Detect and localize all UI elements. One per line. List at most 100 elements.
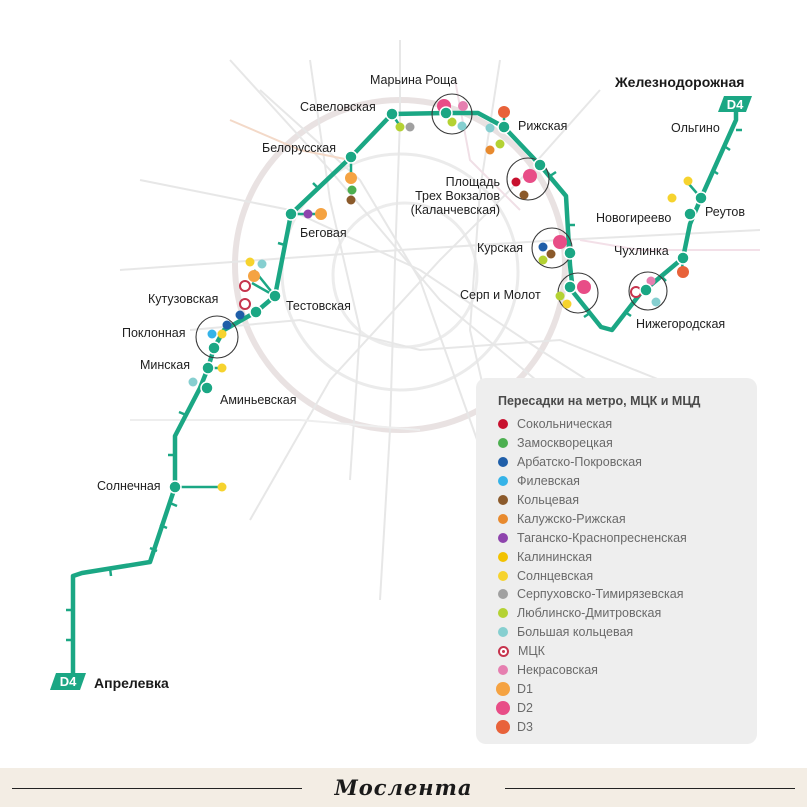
station-node-begovaya: [284, 207, 298, 221]
legend-item-label: Арбатско-Покровская: [517, 455, 642, 470]
legend-item-label: Сокольническая: [517, 417, 613, 432]
legend-item-label: МЦК: [518, 644, 545, 659]
legend-item-label: D2: [517, 700, 533, 715]
line-color-dot-icon: [498, 532, 508, 543]
legend-item: D3: [496, 717, 757, 736]
line-color-dot-icon: [498, 627, 508, 638]
legend-item: Таганско-Краснопресненская: [498, 528, 757, 547]
station-label-reutov: Реутов: [705, 205, 745, 219]
station-node-rizhskaya: [497, 120, 511, 134]
legend-item-label: Некрасовская: [517, 663, 598, 678]
station-label-savelovskaya: Савеловская: [300, 100, 376, 114]
d4-badge-end: D4: [718, 96, 752, 112]
route-map: D4 D4 Железнодорожная Ольгино Реутов Нов…: [50, 40, 761, 691]
legend-item-label: D3: [517, 719, 533, 734]
legend-item: Замоскворецкая: [498, 434, 757, 453]
legend-item: Солнцевская: [498, 566, 757, 585]
legend-item: Серпуховско-Тимирязевская: [498, 585, 757, 604]
line-color-dot-icon: [496, 681, 510, 696]
station-label-zheleznodorozhnaya: Железнодорожная: [614, 74, 744, 90]
station-label-ploshchad-2: Трех Вокзалов: [415, 189, 500, 203]
legend-item: Люблинско-Дмитровская: [498, 604, 757, 623]
legend-item-label: Большая кольцевая: [517, 625, 634, 640]
map-frame: D4 D4 Железнодорожная Ольгино Реутов Нов…: [0, 0, 807, 768]
station-label-solnechnaya: Солнечная: [97, 479, 161, 493]
station-label-poklonnaya: Поклонная: [122, 326, 185, 340]
legend-item: Кольцевая: [498, 491, 757, 510]
line-color-dot-icon: [498, 589, 508, 600]
legend-title: Пересадки на метро, МЦК и МЦД: [498, 394, 701, 408]
legend-item-label: Замоскворецкая: [517, 436, 613, 451]
brand-logo: Мослента: [322, 775, 485, 800]
station-label-chukhlinka: Чухлинка: [614, 244, 669, 258]
station-label-aprelevka: Апрелевка: [94, 675, 169, 691]
station-label-nizhegorodskaya: Нижегородская: [636, 317, 725, 331]
line-color-dot-icon: [498, 513, 508, 524]
station-label-belorusskaya: Белорусская: [262, 141, 336, 155]
station-node-solnechnaya: [168, 480, 182, 494]
legend-item-label: Серпуховско-Тимирязевская: [517, 587, 684, 602]
station-node-kutuzovskaya: [249, 305, 263, 319]
line-color-dot-icon: [496, 719, 510, 734]
legend-item-label: D1: [517, 681, 533, 696]
transfer-dots: [188, 99, 693, 492]
station-node-serp: [563, 280, 577, 294]
station-label-olgino: Ольгино: [671, 121, 720, 135]
legend-item-label: Калужско-Рижская: [517, 511, 626, 526]
line-color-dot-icon: [498, 665, 508, 676]
station-label-ploshchad-3: (Каланчевская): [411, 203, 500, 217]
line-color-dot-icon: [498, 570, 508, 581]
line-color-dot-icon: [496, 700, 510, 715]
station-node-belorusskaya: [344, 150, 358, 164]
d4-badge-start: D4: [50, 673, 86, 690]
legend-item-label: Калининская: [517, 549, 593, 564]
legend-item: D1: [496, 679, 757, 698]
line-color-dot-icon: [498, 457, 508, 468]
legend-item: Калужско-Рижская: [498, 509, 757, 528]
d4-badge-start-text: D4: [60, 674, 77, 689]
station-node-aminevskaya: [200, 381, 214, 395]
line-color-dot-icon: [498, 476, 508, 487]
station-node-marina: [439, 106, 453, 120]
legend-item: D2: [496, 698, 757, 717]
legend-item-label: Солнцевская: [517, 568, 594, 583]
station-label-testovskaya: Тестовская: [286, 299, 351, 313]
d4-badge-end-text: D4: [727, 97, 744, 112]
station-node-testovskaya: [268, 289, 282, 303]
line-color-dot-icon: [498, 608, 508, 619]
station-node-reutov: [694, 191, 708, 205]
station-label-serp-i-molot: Серп и Молот: [460, 288, 541, 302]
legend-item: Арбатско-Покровская: [498, 453, 757, 472]
station-label-minskaya: Минская: [140, 358, 190, 372]
station-label-novogireevo: Новогиреево: [596, 211, 671, 225]
legend-item-label: Филевская: [517, 474, 580, 489]
station-label-begovaya: Беговая: [300, 226, 347, 240]
footer-rule-right: [505, 788, 795, 789]
line-color-dot-icon: [498, 419, 508, 430]
line-color-dot-icon: [498, 438, 508, 449]
mck-ring-icon: [498, 645, 509, 657]
station-nodes: [168, 106, 708, 494]
legend-item: Некрасовская: [498, 661, 757, 680]
station-node-ploshchad: [533, 158, 547, 172]
legend: Пересадки на метро, МЦК и МЦД Сокольниче…: [476, 378, 757, 744]
line-color-dot-icon: [498, 495, 508, 505]
station-label-rizhskaya: Рижская: [518, 119, 567, 133]
route-ticks: [66, 128, 742, 642]
legend-item-label: Люблинско-Дмитровская: [517, 606, 662, 621]
station-node-kurskaya: [563, 246, 577, 260]
legend-item: Калининская: [498, 547, 757, 566]
station-node-chukhlinka: [676, 251, 690, 265]
footer: Мослента: [0, 768, 807, 807]
station-label-ploshchad-1: Площадь: [446, 175, 500, 189]
station-label-kurskaya: Курская: [477, 241, 523, 255]
station-label-kutuzovskaya: Кутузовская: [148, 292, 218, 306]
station-label-marina-roshcha: Марьина Роща: [370, 73, 457, 87]
station-node-savelovskaya: [385, 107, 399, 121]
station-node-nizhegorodskaya: [639, 283, 653, 297]
legend-item: Филевская: [498, 472, 757, 491]
station-node-minskaya: [201, 361, 215, 375]
legend-item: Большая кольцевая: [498, 623, 757, 642]
legend-item-label: Таганско-Краснопресненская: [517, 530, 687, 545]
